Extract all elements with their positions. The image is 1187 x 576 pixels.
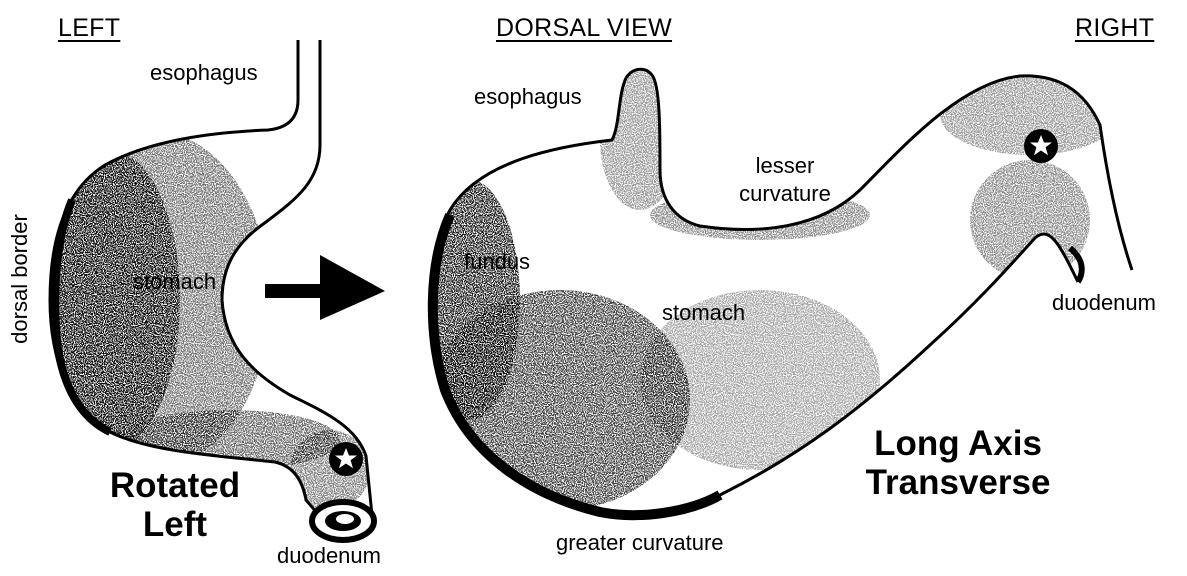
label-esophagus-right: esophagus	[474, 86, 582, 108]
star-in-circle-icon	[329, 442, 363, 476]
label-stomach-left: stomach	[133, 271, 216, 293]
label-greater-curvature: greater curvature	[556, 532, 724, 554]
label-fundus: fundus	[464, 251, 530, 273]
label-dorsal-border: dorsal border	[7, 209, 33, 349]
caption-long-axis-transverse: Long Axis Transverse	[848, 424, 1068, 502]
header-dorsal-view: DORSAL VIEW	[496, 14, 672, 43]
header-left: LEFT	[58, 14, 120, 43]
arrow-right-icon	[265, 255, 385, 320]
caption-rotated-left: Rotated Left	[95, 466, 255, 544]
caption-line-1: Long Axis	[848, 424, 1068, 463]
caption-line-1: Rotated	[95, 466, 255, 505]
label-stomach-right: stomach	[662, 302, 745, 324]
label-esophagus-left: esophagus	[150, 62, 258, 84]
label-lesser-line-2: curvature	[720, 180, 850, 208]
star-in-circle-icon	[1024, 129, 1058, 163]
header-right: RIGHT	[1075, 14, 1154, 43]
caption-line-2: Left	[95, 505, 255, 544]
label-duodenum-right: duodenum	[1052, 292, 1156, 314]
label-lesser-line-1: lesser	[720, 152, 850, 180]
caption-line-2: Transverse	[848, 463, 1068, 502]
label-duodenum-left: duodenum	[277, 545, 381, 567]
label-lesser-curvature: lesser curvature	[720, 152, 850, 207]
